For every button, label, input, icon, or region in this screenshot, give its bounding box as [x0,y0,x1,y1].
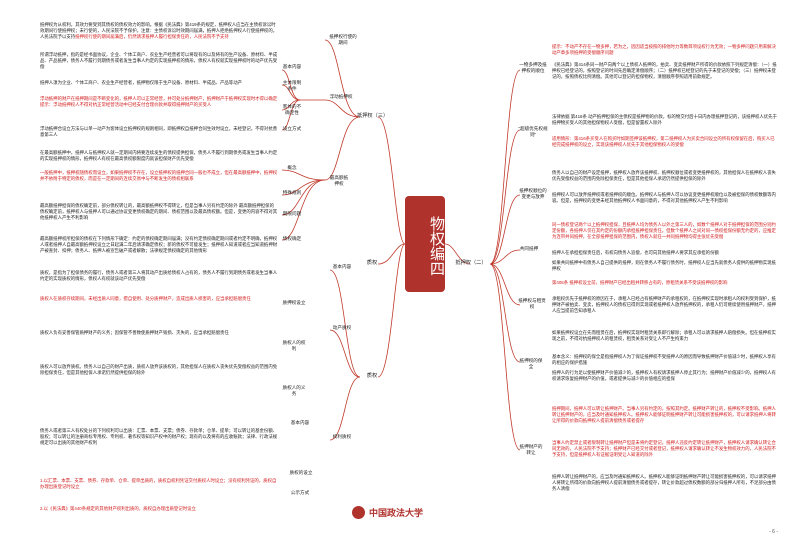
node-pledge-content: 基本内容 [332,264,352,269]
node-protection: 抵押权的保全 [519,358,543,369]
main-title: 物权编四 [428,216,444,276]
text-floating-object: 浮动抵押的财产在抵押期间是不断变化的，抵押人可以正常经营，并可处分抵押财产，抵押… [40,96,278,107]
text-protection-rule: 抵押人的行为足以使抵押财产价值减少的，抵押权人有权请求抵押人停止其行为；抵押财产… [552,370,776,381]
text-change-rank: 抵押权人可以放弃抵押权或者抵押权的顺位。抵押权人与抵押人可以协议变更抵押权顺位以… [552,192,776,203]
text-one-thing-law: 《民法典》第414条同一财产向两个以上债权人抵押的，拍卖、变卖抵押财产所得的价款… [552,62,777,79]
node-pledge-movable: 动产质权 [332,325,352,330]
text-max-definition: 在最高额抵押中，抵押人与抵押权人就一定期间内将要连续发生的债权提供担保，债务人不… [40,150,278,161]
text-change-waive: 债务人以自己的财产设定抵押，抵押权人放弃该抵押权、抵押权顺位或者变更抵押权的，其… [552,170,776,181]
text-joint-debtor: 如果共同抵押中有债务人自己提供的抵押，则在债务人不履行债务时，抵押权人应当先就债… [552,260,776,271]
node-max-concept: 概念 [287,165,297,170]
text-right-pledge-scope: 债务人或者第三人有权处分的下列权利可以出质：汇票、本票、支票；债券、存款单；仓单… [40,428,278,445]
text-lease-point-b: 如果抵押权设立在先而租赁在后，抵押权实现时租赁关系即行解除；承租人可以请求抵押人… [552,330,776,341]
node-floating-subject: 主体限制条件 [282,80,302,91]
node-floating-sign: 设立方式 [282,126,302,131]
text-transfer-notice: 抵押人转让抵押财产的，应当及时通知抵押权人。抵押权人能够证明抵押财产转让可能损害… [552,474,776,491]
node-one-thing-multi: 一物多押及抵押权的顺位 [519,62,547,73]
text-super-apply: 适用情形：第416条买受人在购买时如期签押该抵押权，第二抵押权人为买卖合同设立的… [552,136,775,147]
text-joint-rule: 同一债权登记两个以上抵押权担保，且抵押人均为债务人以外之第三人的，如数个抵押人对… [552,222,776,239]
node-mortgage-period: 抵押权行使的期间 [329,34,357,45]
node-change: 抵押权顺位的变更与放弃 [519,188,547,199]
node-max-mortgage: 最高额抵押权 [329,175,349,186]
text-lease-point-a: 承租权优先于抵押权的原因在于，承租人已经占有抵押财产的承租权的，在抵押权实现时承… [552,296,776,313]
text-max-confirm: 最高额抵押权所担保的债权在下列情形下确定：约定的债权确定期间届满；没有约定债权确… [40,236,278,253]
node-floating-mortgage: 浮动抵押权 [329,94,353,99]
node-floating-content: 基本内容 [282,64,302,69]
text-lease-law: 第405条 抵押权设立前，抵押财产已经出租并转移占有的，原租赁关系不受该抵押权的… [552,280,728,285]
node-right-pledge-public: 公示方式 [290,490,310,495]
text-pledge-rights: 质权人在质权存续期间，未经出质人同意，擅自使用、处分质押财产，造成出质人损害的，… [40,296,251,301]
text-pledge-release: 质权人可以放弃质权。债务人以自己的财产出质，质权人放弃该质权的，其他担保人在质权… [40,364,278,375]
text-right-pledge-set: 1.以汇票、本票、支票、债券、存款单、仓单、提单出质的，质权自权利凭证交付质权人… [40,478,277,489]
branch-guarantee-right-2: 抵押权（二） [455,260,487,266]
main-title-node: 物权编四 [405,196,445,292]
text-protection-meaning: 基本含义：抵押权的保全是指抵押权人为了保证抵押权不受抵押人的原因而导致抵押财产价… [552,354,776,365]
seal-icon [352,505,365,519]
node-max-confirm: 债权确定 [282,236,302,241]
node-joint-mortgage: 共同抵押 [519,246,539,251]
node-max-period: 期限问题 [282,211,302,216]
branch-pledge: 质权 [366,373,378,379]
text-super-law: 法律依据 第416条 动产抵押担保的主债权是抵押物的价款，标的物交付后十日内办理… [552,114,777,125]
node-max-special: 特殊规则 [282,190,302,195]
branch-guarantee-right-3: 抵押权（三） [357,113,389,119]
node-right-pledge: 权利质权 [332,434,352,439]
text-transfer-restricted: 当事人约定禁止或者限制转让抵押财产但是未将约定登记，抵押人违反约定转让抵押财产，… [552,440,776,457]
text-floating-subject: 抵押人须为企业、个体工商户、农业生产经营者，抵押物仅限于生产设备、原材料、半成品… [40,80,242,85]
node-right-pledge-set: 质权的设立 [289,470,313,475]
branch-pledge-label: 质权 [366,260,378,266]
node-transfer: 抵押财产的转让 [519,444,543,455]
logo-text: 中国政法大学 [369,508,424,518]
text-pledge-definition: 质权，是指为了担保债务的履行，债务人或者第三人将其动产出质给债权人占有的，债务人… [40,270,278,281]
node-floating-object: 客体的不确定性 [282,104,302,115]
node-lease-conflict: 抵押权与租赁权 [518,298,546,309]
university-logo: 中国政法大学 [352,505,423,519]
text-floating-sign: 浮动抵押合设立方法与以单一动产为客体设立抵押权的规则相同，即抵押权自抵押合同生效… [40,126,278,137]
text-pledge-duty: 质权人负有妥善保管质押财产的义务；因保管不善致使质押财产毁损、灭失的，应当承担赔… [40,330,229,335]
text-one-thing-note: 提示：不动产不存在一物多押，若为之，因因适当按照的排他时力等数目项设权行为无效；… [552,44,776,55]
text-right-pledge-set-2: 2.以《民法典》第440条规定的其他财产权利出质的，质权自办理出质登记时设立 [40,506,196,511]
node-super-priority: “超级优先权规则” [518,126,548,137]
node-pledge-duty: 质权人的义务 [282,385,306,396]
node-pledge-rights: 质权人的权利 [282,340,306,351]
page-number: - 6 - [769,529,778,535]
text-max-transfer: 最高额抵押担保的债权确定前，部分债权转让的，最高额抵押权不得转让，但是当事人另有… [40,203,278,220]
text-max-special: 一般抵押中，抵押权随债权而设立，如果抵押权不存在，设立抵押权的抵押合同一般也不成… [40,170,278,181]
text-joint-recourse: 抵押人在承担担保责任后，有权向债务人追偿，也可向其他抵押人要求其应承担的份额 [552,250,719,255]
text-mortgage-period: 抵押权为从权利，其效力要受到其债权的债权效力的影响。根据《民法典》第419条的规… [40,22,278,39]
text-transfer-allowed: 抵押期间，抵押人可以转让抵押财产。当事人另有约定的，按照其约定。抵押财产转让的，… [552,406,776,423]
node-pledge-set: 质押权设立 [282,300,306,305]
text-floating-definition: 所谓浮动抵押，指的是经书面协议，企业、个体工商户、农业生产经营者可以将现有的以及… [40,52,278,69]
node-right-pledge-content: 基本内容 [290,420,310,425]
